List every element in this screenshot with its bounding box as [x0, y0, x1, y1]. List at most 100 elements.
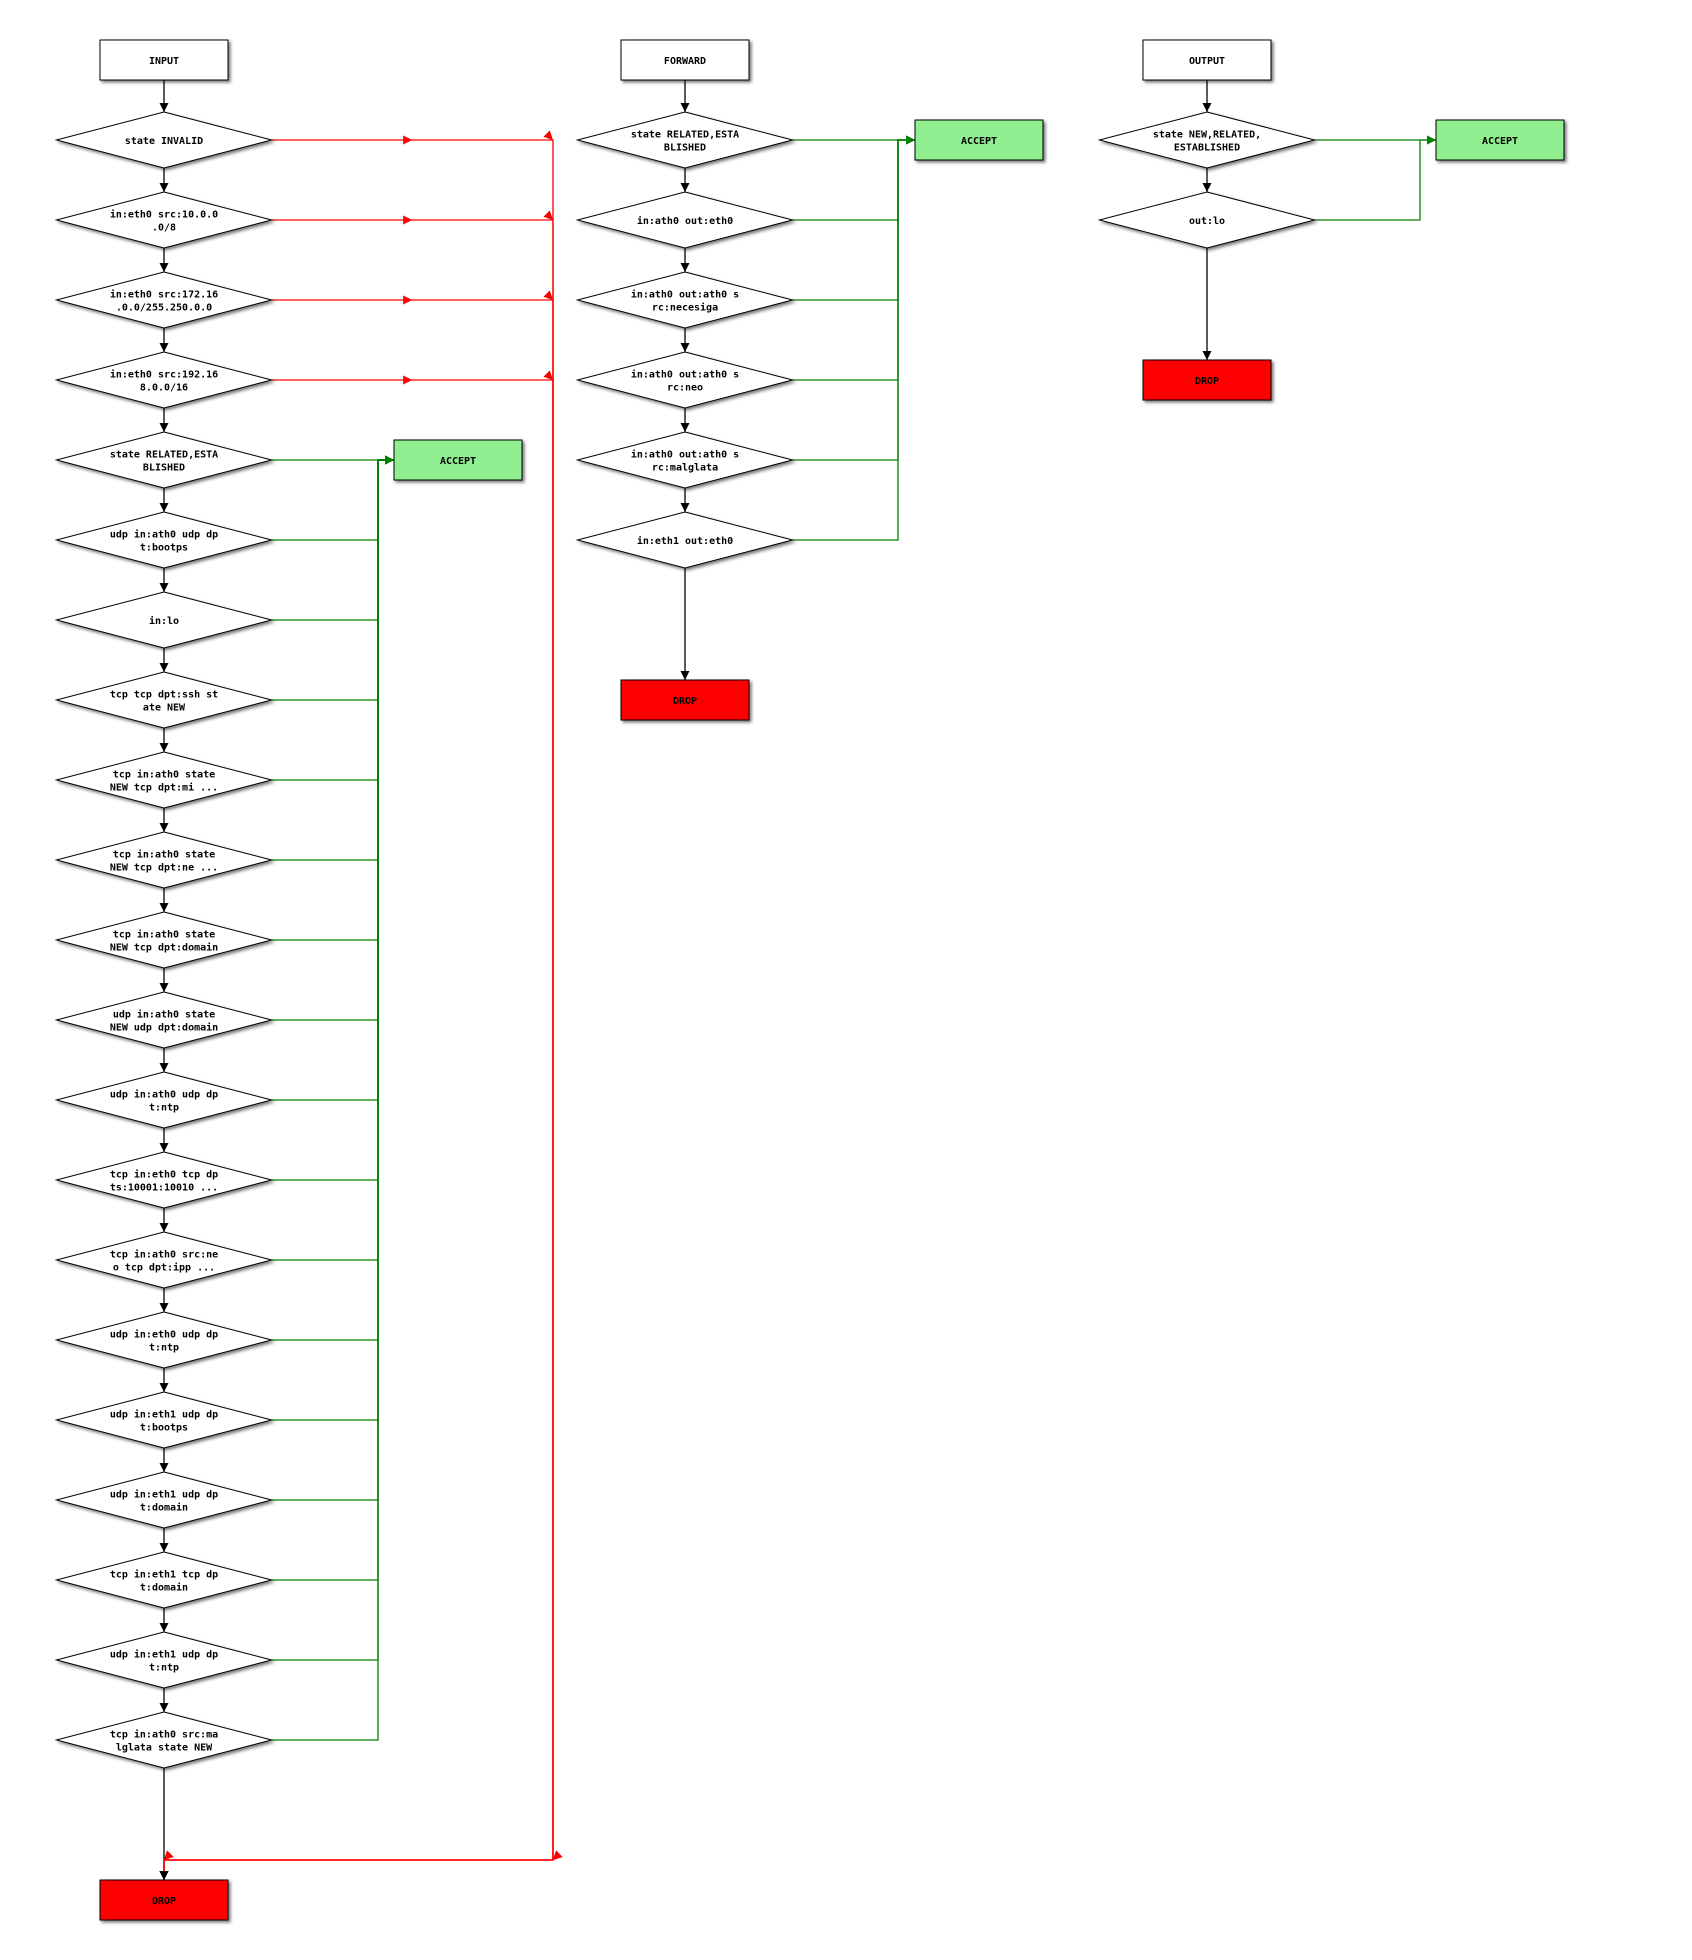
rule-label: BLISHED — [664, 143, 706, 154]
rule-label: NEW tcp dpt:domain — [110, 942, 218, 954]
rule-label: udp in:eth1 udp dp — [110, 1649, 218, 1661]
rule-label: tcp in:ath0 state — [113, 769, 215, 781]
rule-label: t:domain — [140, 1502, 188, 1514]
rule-label: state RELATED,ESTA — [631, 130, 739, 141]
drop-edge — [159, 370, 563, 1880]
drop-label: DROP — [1195, 376, 1219, 387]
rule-diamond — [575, 511, 795, 569]
accept-edge — [271, 455, 394, 1661]
chain-input: INPUT state INVALID in:eth0 src:10.0.0 .0/8… — [54, 39, 523, 1921]
rule-label: tcp in:ath0 state — [113, 849, 215, 861]
accept-edge — [271, 455, 394, 1341]
chain-name: INPUT — [149, 56, 179, 67]
accept-edge — [792, 135, 915, 381]
rule-diamond — [575, 111, 795, 169]
accept-edge — [271, 455, 394, 1741]
rule-label: t:ntp — [149, 1103, 179, 1114]
rule-label: tcp in:eth0 tcp dp — [110, 1169, 218, 1181]
rule-label: state RELATED,ESTA — [110, 450, 218, 461]
accept-label: ACCEPT — [961, 136, 997, 147]
accept-edge — [271, 455, 394, 541]
rule-diamond — [54, 1231, 274, 1289]
accept-label: ACCEPT — [1482, 136, 1518, 147]
drop-box — [99, 1879, 229, 1921]
rule-diamond — [54, 351, 274, 409]
rule-diamond — [54, 511, 274, 569]
rule-label: .0.0/255.250.0.0 — [116, 303, 212, 314]
rule-diamond — [54, 591, 274, 649]
rule-label: rc:necesiga — [652, 302, 718, 314]
rule-label: .0/8 — [152, 223, 176, 234]
rule-diamond — [54, 1631, 274, 1689]
rule-label: t:bootps — [140, 1423, 188, 1434]
chain-start-box — [620, 39, 750, 81]
drop-label: DROP — [673, 696, 697, 707]
rule-diamond — [54, 1471, 274, 1529]
rule-label: t:ntp — [149, 1343, 179, 1354]
accept-edge — [271, 455, 394, 1021]
accept-box — [1435, 119, 1565, 161]
rule-diamond — [54, 191, 274, 249]
rule-label: in:ath0 out:eth0 — [637, 215, 733, 227]
rule-label: tcp in:ath0 src:ma — [110, 1729, 218, 1741]
rule-label: t:bootps — [140, 543, 188, 554]
rule-label: udp in:ath0 udp dp — [110, 1089, 218, 1101]
rule-label: in:lo — [149, 615, 179, 627]
accept-edge — [1314, 135, 1436, 221]
rule-label: tcp tcp dpt:ssh st — [110, 690, 218, 701]
rule-label: in:eth1 out:eth0 — [637, 535, 733, 547]
rule-diamond — [54, 911, 274, 969]
rule-label: in:ath0 out:ath0 s — [631, 369, 739, 381]
rule-diamond — [54, 1151, 274, 1209]
rule-label: tcp in:eth1 tcp dp — [110, 1569, 218, 1581]
accept-box — [393, 439, 523, 481]
chain-name: FORWARD — [664, 56, 706, 67]
rule-diamond — [54, 111, 274, 169]
accept-edge — [271, 455, 394, 701]
rule-label: t:ntp — [149, 1663, 179, 1674]
rule-diamond — [54, 1311, 274, 1369]
rule-label: in:ath0 out:ath0 s — [631, 449, 739, 461]
rule-label: in:eth0 src:192.16 — [110, 369, 218, 381]
rule-label: in:eth0 src:10.0.0 — [110, 209, 218, 221]
rule-label: udp in:ath0 udp dp — [110, 529, 218, 541]
chain-forward: FORWARD state RELATED,ESTA BLISHED in:ath0 … — [575, 39, 1044, 721]
chain-start-box — [99, 39, 229, 81]
rule-label: BLISHED — [143, 463, 185, 474]
rule-label: state NEW,RELATED, — [1153, 130, 1261, 141]
rule-diamond — [1097, 111, 1317, 169]
rule-label: NEW udp dpt:domain — [110, 1022, 218, 1034]
rule-label: ESTABLISHED — [1174, 143, 1240, 154]
rule-diamond — [54, 271, 274, 329]
rule-label: in:eth0 src:172.16 — [110, 289, 218, 301]
rule-label: tcp in:ath0 state — [113, 929, 215, 941]
rule-diamond — [54, 1071, 274, 1129]
rule-diamond — [54, 671, 274, 729]
rule-label: 8.0.0/16 — [140, 383, 188, 394]
rule-label: state INVALID — [125, 136, 203, 147]
rule-label: t:domain — [140, 1582, 188, 1594]
rule-label: tcp in:ath0 src:ne — [110, 1249, 218, 1261]
rule-label: rc:malglata — [652, 463, 718, 474]
rule-diamond — [1097, 191, 1317, 249]
rule-diamond — [54, 1711, 274, 1769]
rule-label: udp in:eth1 udp dp — [110, 1409, 218, 1421]
drop-box — [1142, 359, 1272, 401]
rule-label: ts:10001:10010 ... — [110, 1183, 218, 1194]
rule-diamond — [575, 351, 795, 409]
accept-label: ACCEPT — [440, 456, 476, 467]
accept-edge — [271, 455, 394, 861]
accept-edge — [792, 135, 915, 221]
drop-label: DROP — [152, 1896, 176, 1907]
rule-label: udp in:ath0 state — [113, 1009, 215, 1021]
rule-label: udp in:eth1 udp dp — [110, 1489, 218, 1501]
rule-label: lglata state NEW — [116, 1743, 213, 1754]
rule-diamond — [54, 1551, 274, 1609]
rule-diamond — [54, 831, 274, 889]
rule-label: ate NEW — [143, 703, 186, 714]
nodes-layer: INPUT state INVALID in:eth0 src:10.0.0 .0/8… — [54, 39, 1565, 1921]
rule-diamond — [575, 271, 795, 329]
accept-box — [914, 119, 1044, 161]
